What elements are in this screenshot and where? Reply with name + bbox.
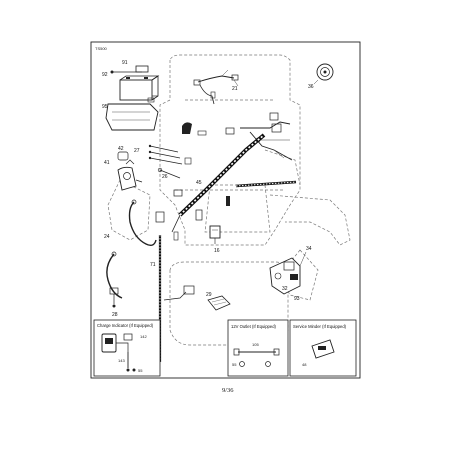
fuse-relay-group [117, 122, 207, 165]
callout-21: 21 [232, 86, 238, 92]
dash-switch-cluster [269, 251, 307, 295]
callout-91: 91 [122, 60, 128, 66]
callout-28: 28 [112, 312, 118, 318]
main-wiring-harness [157, 133, 297, 233]
headlight-harness [193, 69, 239, 105]
callout-26: 26 [162, 174, 168, 180]
inset-charge-title: Charge Indicator (If Equipped) [97, 323, 154, 328]
pto-switch [207, 295, 231, 311]
diagram-frame [90, 41, 361, 379]
inset-charge-indicator: Charge Indicator (If Equipped) 142 143 5… [93, 319, 161, 377]
callout-24: 24 [104, 234, 110, 240]
callout-45: 45 [196, 180, 202, 186]
ground-cable [106, 199, 157, 308]
inset-charge-142: 142 [140, 334, 147, 339]
inset-charge-143: 143 [118, 358, 125, 363]
inset-outlet-55: 55 [232, 362, 237, 367]
inset-service-minder: Service Minder (If Equipped) 48 [289, 319, 357, 377]
vertical-harness [155, 211, 195, 362]
inset-service-48: 48 [302, 362, 307, 367]
callout-34: 34 [306, 246, 312, 252]
callout-16: 16 [214, 248, 220, 254]
callout-29: 29 [206, 292, 212, 298]
callout-41: 41 [104, 160, 110, 166]
callout-93: 93 [294, 296, 300, 302]
callout-42: 42 [118, 146, 124, 152]
ignition-switch [313, 63, 334, 85]
callout-36: 36 [308, 84, 314, 90]
page-number: 9/36 [222, 387, 234, 394]
inset-service-title: Service Minder (If Equipped) [293, 324, 347, 329]
callout-95: 95 [102, 104, 108, 110]
callout-32: 32 [282, 286, 288, 292]
battery-assembly [105, 65, 160, 131]
diagram-id: TS500 [95, 46, 108, 51]
inset-12v-outlet: 12V Outlet (If Equipped) 105 55 [227, 319, 289, 377]
callout-71: 71 [150, 262, 156, 268]
inset-outlet-105: 105 [252, 342, 259, 347]
callout-92: 92 [102, 72, 108, 78]
starter-solenoid [117, 159, 143, 191]
seat-switch [209, 225, 221, 244]
inset-charge-55: 55 [138, 368, 143, 373]
inset-outlet-title: 12V Outlet (If Equipped) [231, 324, 277, 329]
right-harness [225, 112, 293, 161]
callout-27: 27 [134, 148, 140, 154]
